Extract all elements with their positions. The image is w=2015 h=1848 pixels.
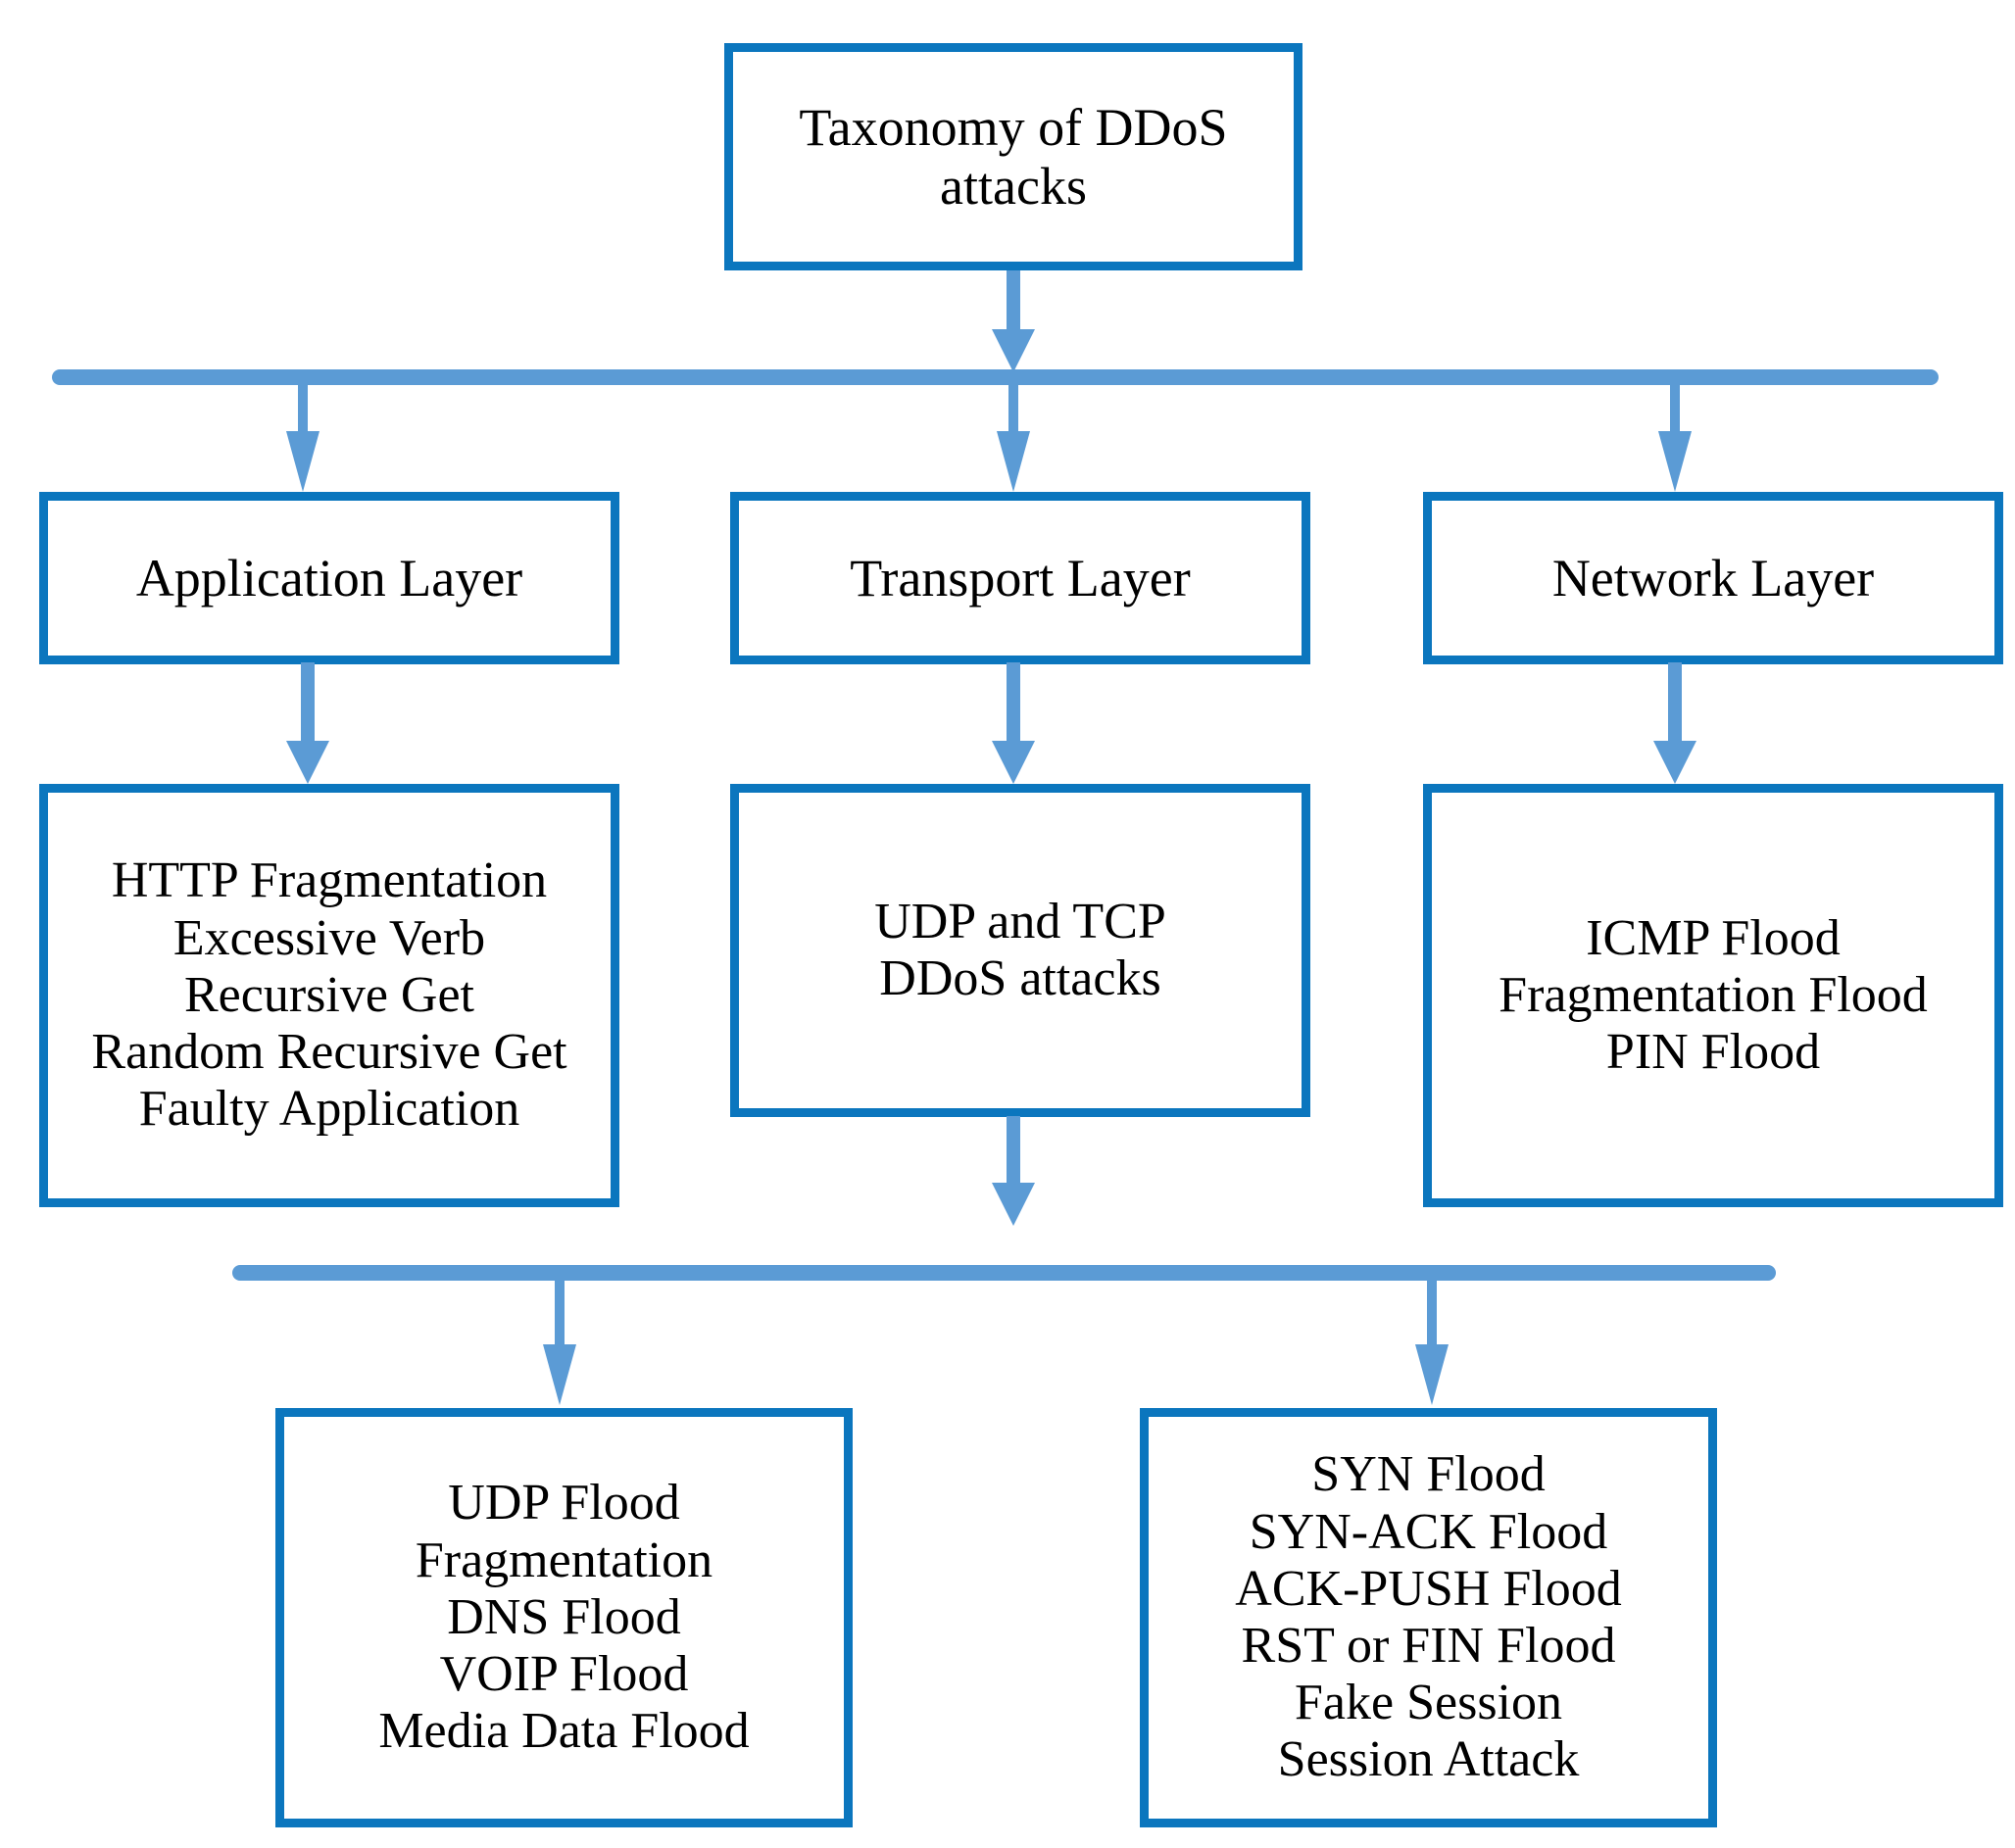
list-item: ICMP Flood — [1586, 909, 1841, 966]
connector-transport-to-attacks — [992, 662, 1035, 784]
connector-application-to-attacks — [286, 662, 329, 784]
node-application-layer-text: Application Layer — [48, 549, 611, 608]
arrow-head-down-icon — [1415, 1344, 1449, 1405]
node-network-layer: Network Layer — [1423, 492, 2003, 664]
connector-root-to-split — [992, 270, 1035, 372]
list-item: Fake Session — [1295, 1675, 1562, 1731]
list-item: RST or FIN Flood — [1241, 1618, 1616, 1674]
node-network-attacks: ICMP Flood Fragmentation Flood PIN Flood — [1423, 784, 2003, 1207]
list-item: Excessive Verb — [172, 909, 486, 966]
list-item: ACK-PUSH Flood — [1235, 1560, 1622, 1617]
node-transport-attacks: UDP and TCP DDoS attacks — [730, 784, 1310, 1117]
connector-shaft — [1427, 1280, 1437, 1344]
connector-shaft — [1008, 384, 1018, 435]
split-bar-layers — [52, 369, 1939, 385]
node-transport-layer: Transport Layer — [730, 492, 1310, 664]
node-network-attacks-text: ICMP Flood Fragmentation Flood PIN Flood — [1432, 910, 1994, 1082]
connector-shaft — [301, 662, 315, 741]
node-tcp-attacks-text: SYN Flood SYN-ACK Flood ACK-PUSH Flood R… — [1149, 1446, 1708, 1788]
network-layer-label: Network Layer — [1551, 548, 1875, 608]
list-item: UDP Flood — [448, 1475, 680, 1532]
node-transport-layer-text: Transport Layer — [739, 549, 1302, 608]
connector-shaft — [1007, 270, 1020, 329]
arrow-head-down-icon — [1658, 431, 1692, 492]
arrow-head-down-icon — [286, 431, 319, 492]
connector-split-to-tcp-attacks — [1415, 1280, 1449, 1405]
list-item: DNS Flood — [447, 1588, 681, 1645]
node-transport-attacks-text: UDP and TCP DDoS attacks — [739, 894, 1302, 1007]
connector-shaft — [1668, 662, 1682, 741]
list-item: Fragmentation Flood — [1499, 966, 1928, 1023]
node-taxonomy-root: Taxonomy of DDoS attacks — [724, 43, 1302, 270]
split-bar-transport — [232, 1265, 1776, 1281]
root-label-line-1: Taxonomy of DDoS — [799, 97, 1228, 157]
list-item: Media Data Flood — [378, 1703, 750, 1760]
application-layer-label: Application Layer — [135, 548, 523, 608]
list-item: VOIP Flood — [439, 1646, 689, 1703]
connector-split-to-application — [286, 384, 319, 492]
node-tcp-attacks: SYN Flood SYN-ACK Flood ACK-PUSH Flood R… — [1140, 1408, 1717, 1827]
transport-layer-label: Transport Layer — [850, 548, 1191, 608]
arrow-head-down-icon — [992, 329, 1035, 372]
list-item: HTTP Fragmentation — [111, 852, 548, 909]
node-udp-attacks-text: UDP Flood Fragmentation DNS Flood VOIP F… — [284, 1475, 844, 1760]
node-application-layer: Application Layer — [39, 492, 619, 664]
list-item: Session Attack — [1277, 1731, 1580, 1788]
connector-shaft — [1007, 1116, 1020, 1183]
list-item: Recursive Get — [183, 966, 474, 1023]
list-item: Faulty Application — [138, 1081, 520, 1138]
connector-shaft — [1007, 662, 1020, 741]
list-item: Fragmentation — [415, 1532, 713, 1588]
connector-transport-attacks-to-split — [992, 1116, 1035, 1226]
node-application-attacks-text: HTTP Fragmentation Excessive Verb Recurs… — [48, 852, 611, 1138]
list-item: UDP and TCP — [874, 893, 1166, 949]
list-item: SYN-ACK Flood — [1249, 1503, 1608, 1560]
list-item: SYN Flood — [1311, 1446, 1546, 1503]
connector-split-to-udp-attacks — [543, 1280, 576, 1405]
arrow-head-down-icon — [1653, 741, 1696, 784]
connector-split-to-transport — [997, 384, 1030, 492]
arrow-head-down-icon — [997, 431, 1030, 492]
node-network-layer-text: Network Layer — [1432, 549, 1994, 608]
connector-shaft — [555, 1280, 565, 1344]
arrow-head-down-icon — [543, 1344, 576, 1405]
arrow-head-down-icon — [286, 741, 329, 784]
connector-network-to-attacks — [1653, 662, 1696, 784]
list-item: DDoS attacks — [879, 950, 1161, 1006]
node-taxonomy-root-text: Taxonomy of DDoS attacks — [733, 98, 1294, 217]
connector-shaft — [1670, 384, 1680, 435]
connector-shaft — [298, 384, 308, 435]
root-label-line-2: attacks — [940, 157, 1087, 216]
node-application-attacks: HTTP Fragmentation Excessive Verb Recurs… — [39, 784, 619, 1207]
connector-split-to-network — [1658, 384, 1692, 492]
list-item: PIN Flood — [1605, 1024, 1821, 1081]
list-item: Random Recursive Get — [91, 1024, 567, 1081]
node-udp-attacks: UDP Flood Fragmentation DNS Flood VOIP F… — [275, 1408, 853, 1827]
arrow-head-down-icon — [992, 741, 1035, 784]
arrow-head-down-icon — [992, 1183, 1035, 1226]
